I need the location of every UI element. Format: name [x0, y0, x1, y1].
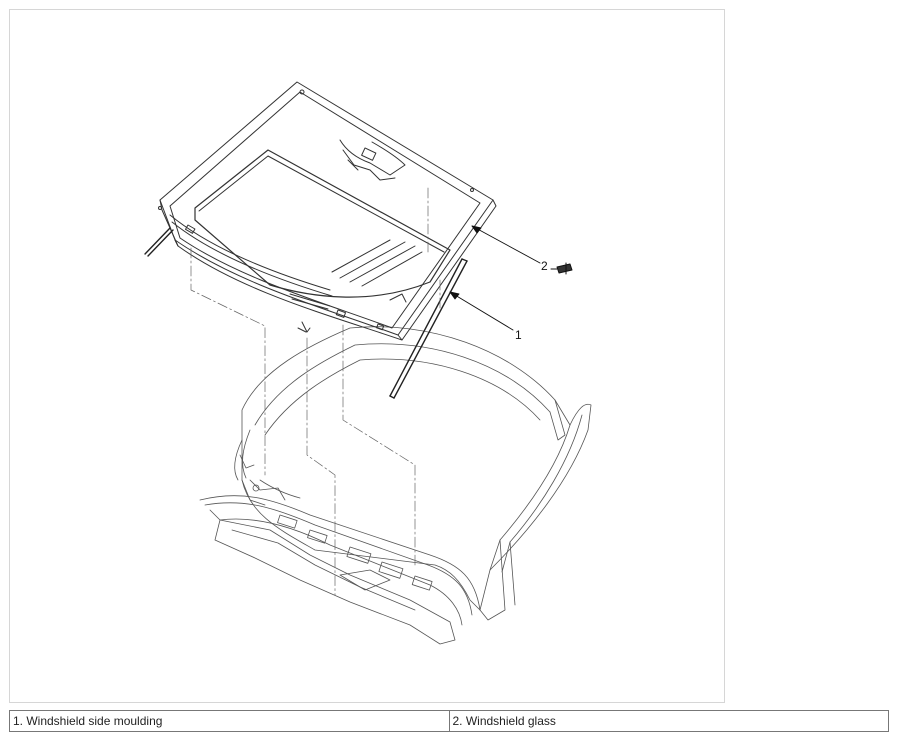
diagram-frame: 2 1 [9, 9, 725, 703]
leader-lines [449, 225, 541, 331]
parts-legend-table: 1. Windshield side moulding 2. Windshiel… [9, 710, 889, 732]
clip-fastener-icon [550, 262, 573, 275]
legend-row: 1. Windshield side moulding 2. Windshiel… [9, 710, 889, 732]
legend-item-2: 2. Windshield glass [448, 710, 889, 732]
windshield-side-moulding [144, 227, 468, 399]
legend-item-1: 1. Windshield side moulding [9, 710, 450, 732]
windshield-exploded-diagram: 2 1 [144, 81, 592, 645]
callout-1: 1 [515, 328, 522, 342]
callout-2: 2 [541, 259, 548, 273]
windshield-glass [158, 81, 497, 341]
assembly-lines [190, 187, 441, 596]
car-body-frame [199, 326, 592, 645]
